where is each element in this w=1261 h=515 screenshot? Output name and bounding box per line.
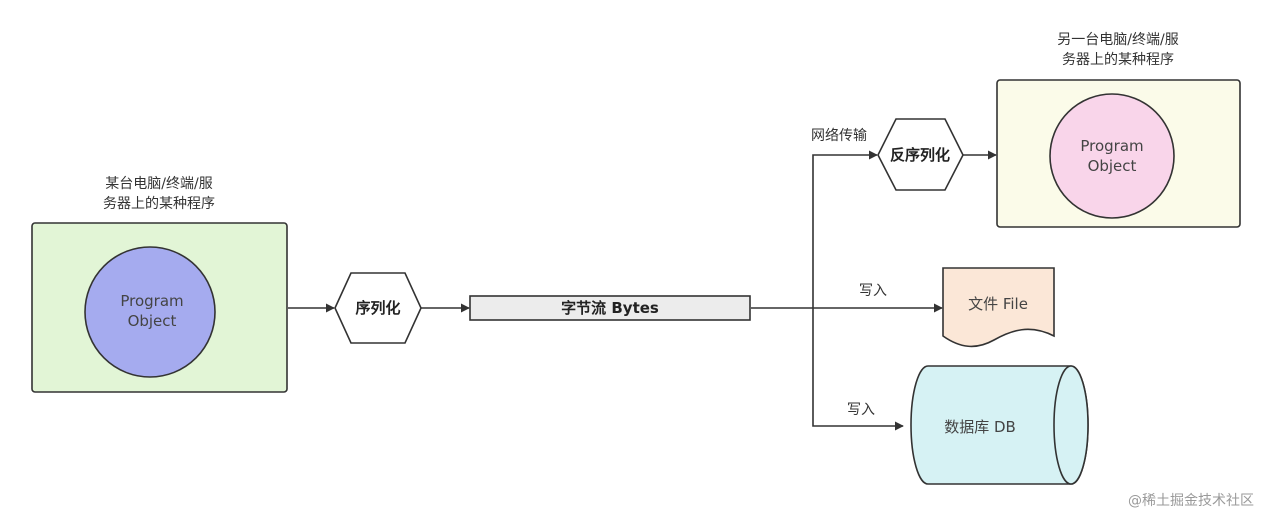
file-label: 文件 File <box>968 295 1028 313</box>
watermark: @稀土掘金技术社区 <box>1128 493 1254 509</box>
byte-stream-node: 字节流 Bytes <box>469 295 751 321</box>
target-caption-line2: 务器上的某种程序 <box>1062 52 1174 68</box>
source-machine: 某台电脑/终端/服 务器上的某种程序 Program Object <box>31 176 288 393</box>
network-edge-label: 网络传输 <box>811 128 867 144</box>
source-object-line2: Object <box>128 312 177 330</box>
target-machine: 另一台电脑/终端/服 务器上的某种程序 Program Object <box>996 32 1241 228</box>
deserialize-node: 反序列化 <box>877 118 964 191</box>
file-node: 文件 File <box>942 267 1055 348</box>
byte-stream-label: 字节流 Bytes <box>561 299 659 317</box>
target-object-line2: Object <box>1088 157 1137 175</box>
serialize-label: 序列化 <box>355 299 400 317</box>
target-caption-line1: 另一台电脑/终端/服 <box>1057 32 1178 48</box>
arrow-to-deserialize <box>812 150 878 308</box>
serialize-node: 序列化 <box>334 272 422 344</box>
target-object-line1: Program <box>1080 137 1143 155</box>
database-node: 数据库 DB <box>910 365 1089 485</box>
target-program-object-circle <box>1049 93 1175 219</box>
deserialize-label: 反序列化 <box>890 146 950 164</box>
byte-stream-box <box>469 295 751 321</box>
source-caption-line2: 务器上的某种程序 <box>103 196 215 212</box>
database-cylinder-end <box>1053 365 1089 485</box>
source-program-object-circle <box>84 246 216 378</box>
file-document-shape <box>942 267 1055 348</box>
arrow-to-database <box>812 308 904 431</box>
db-edge-label: 写入 <box>847 402 875 418</box>
source-caption-line1: 某台电脑/终端/服 <box>105 176 212 192</box>
database-label: 数据库 DB <box>944 418 1016 436</box>
source-object-line1: Program <box>120 292 183 310</box>
file-edge-label: 写入 <box>859 283 887 299</box>
